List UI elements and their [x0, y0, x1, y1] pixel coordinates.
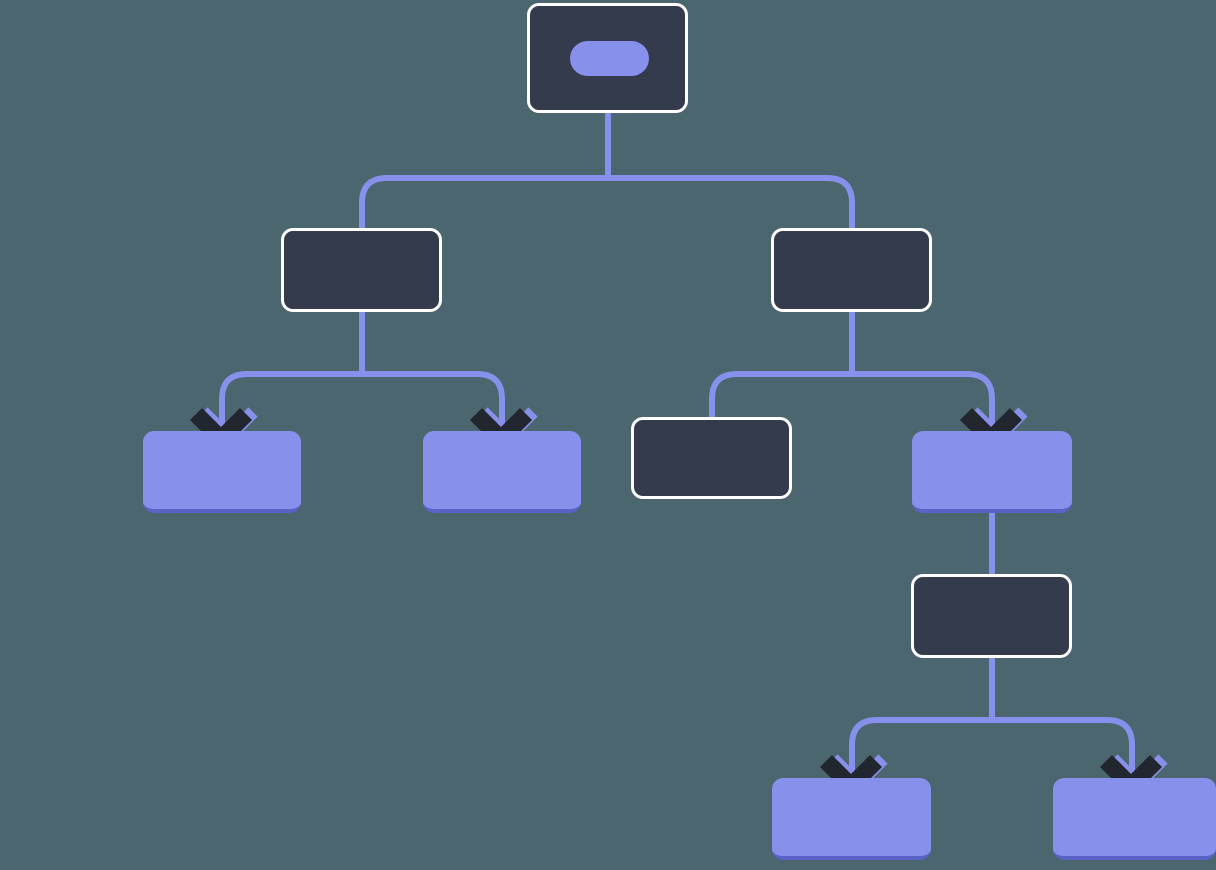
node-leaf-left-b[interactable]: [423, 431, 581, 513]
edge-r2-to-child-b: [992, 717, 1135, 780]
node-level1-left[interactable]: [281, 228, 442, 312]
node-leaf-bottom-b[interactable]: [1053, 778, 1216, 860]
node-level1-right[interactable]: [771, 228, 932, 312]
node-root[interactable]: [527, 3, 688, 113]
node-root-pill: [570, 41, 649, 76]
node-leaf-bottom-a[interactable]: [772, 778, 931, 860]
node-leaf-left-a[interactable]: [143, 431, 301, 513]
node-level3-right[interactable]: [911, 574, 1072, 658]
edge-root-to-l1: [359, 175, 608, 228]
edge-l1-to-child-a: [219, 371, 362, 433]
edge-l1-to-child-b: [362, 371, 505, 433]
edge-root-to-r1: [608, 175, 855, 228]
edge-r1-to-child-b: [852, 371, 995, 433]
edge-r2-to-child-a: [849, 717, 992, 780]
edge-r1-to-child-a: [709, 371, 852, 417]
node-right-child-a[interactable]: [631, 417, 792, 499]
node-right-child-b[interactable]: [912, 431, 1072, 513]
